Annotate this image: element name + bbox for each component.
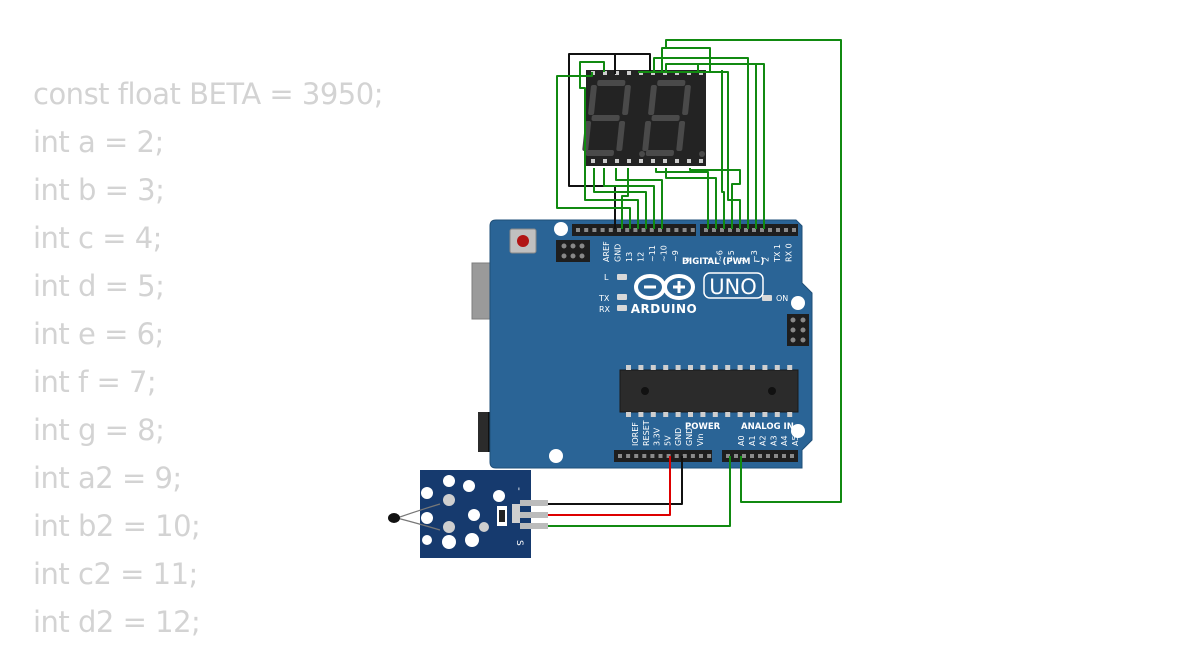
led-rx (617, 305, 627, 311)
wire-a1-loop (661, 39, 842, 503)
segment-dp (699, 151, 705, 157)
pin-label: GND (685, 428, 694, 446)
segment (622, 85, 631, 115)
pin-label: 3.3V (653, 427, 662, 446)
code-listing: const float BETA = 3950; int a = 2; int b … (33, 70, 383, 646)
segment (645, 150, 675, 156)
pin-label: A2 (759, 435, 768, 446)
pin-label: ~9 (671, 250, 680, 262)
segment (591, 115, 620, 121)
code-line: const float BETA = 3950; (33, 77, 383, 111)
pin-label: RESET (642, 420, 651, 446)
pin-label: 5V (663, 435, 672, 446)
wire-sensor-gnd (548, 456, 683, 505)
pin-label: A0 (737, 435, 746, 446)
pin-label: ~5 (727, 250, 736, 262)
pin-label: Vin (696, 433, 705, 446)
led-rx-label: RX (599, 305, 611, 314)
wire-d12 (556, 72, 631, 229)
icsp-header-usb (556, 240, 590, 262)
sensor-pin-minus: - (513, 487, 524, 491)
code-line: int a = 2; (33, 125, 164, 159)
pin-label: 2 (762, 257, 771, 262)
pin-label: GND (674, 428, 683, 446)
pin-label: 4 (739, 257, 748, 262)
segment (642, 121, 652, 151)
seven-segment-display-1 (582, 70, 646, 166)
ntc-temperature-sensor: - S (388, 470, 548, 558)
segment (585, 150, 615, 156)
led-on (762, 295, 772, 301)
board-brand: ARDUINO (631, 302, 697, 316)
wire-d5 (721, 70, 725, 229)
segment (648, 85, 657, 115)
pin-label: 12 (637, 252, 646, 262)
pin-label: TX 1 (773, 244, 782, 263)
code-line: int a2 = 9; (33, 461, 182, 495)
code-line: int e = 6; (33, 317, 164, 351)
led-tx-label: TX (598, 294, 610, 303)
power-label: POWER (685, 422, 721, 432)
code-line: int b2 = 10; (33, 509, 201, 543)
segment (676, 121, 686, 151)
atmega328-chip (619, 369, 799, 413)
segment (657, 80, 686, 86)
pin-label: AREF (602, 241, 611, 262)
led-tx (617, 294, 627, 300)
seven-segment-display-2 (642, 70, 706, 166)
pin-label: GND (614, 244, 623, 262)
digital-label: DIGITAL (PWM ~) (682, 257, 764, 267)
wire-d2 (653, 57, 749, 229)
code-line: int c2 = 11; (33, 557, 198, 591)
pin-label: RX 0 (785, 243, 794, 262)
wire-d11 (579, 61, 639, 229)
wire-sensor-vcc (548, 456, 671, 516)
segment (588, 85, 597, 115)
pin-label: A3 (769, 435, 778, 446)
code-line: int f = 7; (33, 365, 157, 399)
pin-label: A1 (748, 435, 757, 446)
wire-gnd-display (568, 53, 651, 229)
wire-d8 (615, 168, 663, 229)
pin-label: IOREF (631, 422, 640, 446)
wire-d10 (593, 168, 647, 229)
led-l-label: L (604, 273, 609, 282)
code-line: int c = 4; (33, 221, 162, 255)
segment (597, 80, 626, 86)
uno-badge (703, 272, 764, 299)
wire-d7 (655, 168, 709, 229)
pin-label: A5 (791, 435, 800, 446)
wire-d4 (689, 168, 741, 229)
pin-label: A4 (780, 435, 789, 446)
pin-label: ~10 (660, 245, 669, 262)
segment-dp (639, 151, 645, 157)
led-l (617, 274, 627, 280)
pin-label: ~6 (716, 250, 725, 262)
code-line: int b = 3; (33, 173, 165, 207)
power-header (614, 450, 712, 462)
board-model: UNO (709, 275, 757, 299)
led-on-label: ON (776, 294, 788, 303)
segment (682, 85, 691, 115)
wire-sensor-signal (548, 456, 731, 527)
segment (651, 115, 680, 121)
code-line: int d = 5; (33, 269, 165, 303)
analog-label: ANALOG IN (741, 422, 794, 432)
wire-d6 (665, 168, 717, 229)
segment (616, 121, 626, 151)
arduino-uno-board: L TX RX ON UNO ARDUINO DIGITAL (PWM ~) P… (471, 219, 813, 469)
pin-label: 7 (704, 257, 713, 262)
pin-label: 8 (683, 257, 692, 262)
sensor-pin-s: S (514, 540, 524, 546)
pin-label: ~3 (750, 250, 759, 262)
thermistor-bead (388, 513, 400, 523)
wire-d13 (621, 168, 629, 229)
code-line: int g = 8; (33, 413, 165, 447)
wire-b-seg (697, 63, 765, 229)
icsp-header (787, 314, 809, 346)
arduino-logo (634, 274, 695, 300)
pin-label: 13 (625, 252, 634, 262)
pin-label: ~11 (648, 245, 657, 262)
circuit-diagram: L TX RX ON UNO ARDUINO DIGITAL (PWM ~) P… (388, 39, 842, 558)
